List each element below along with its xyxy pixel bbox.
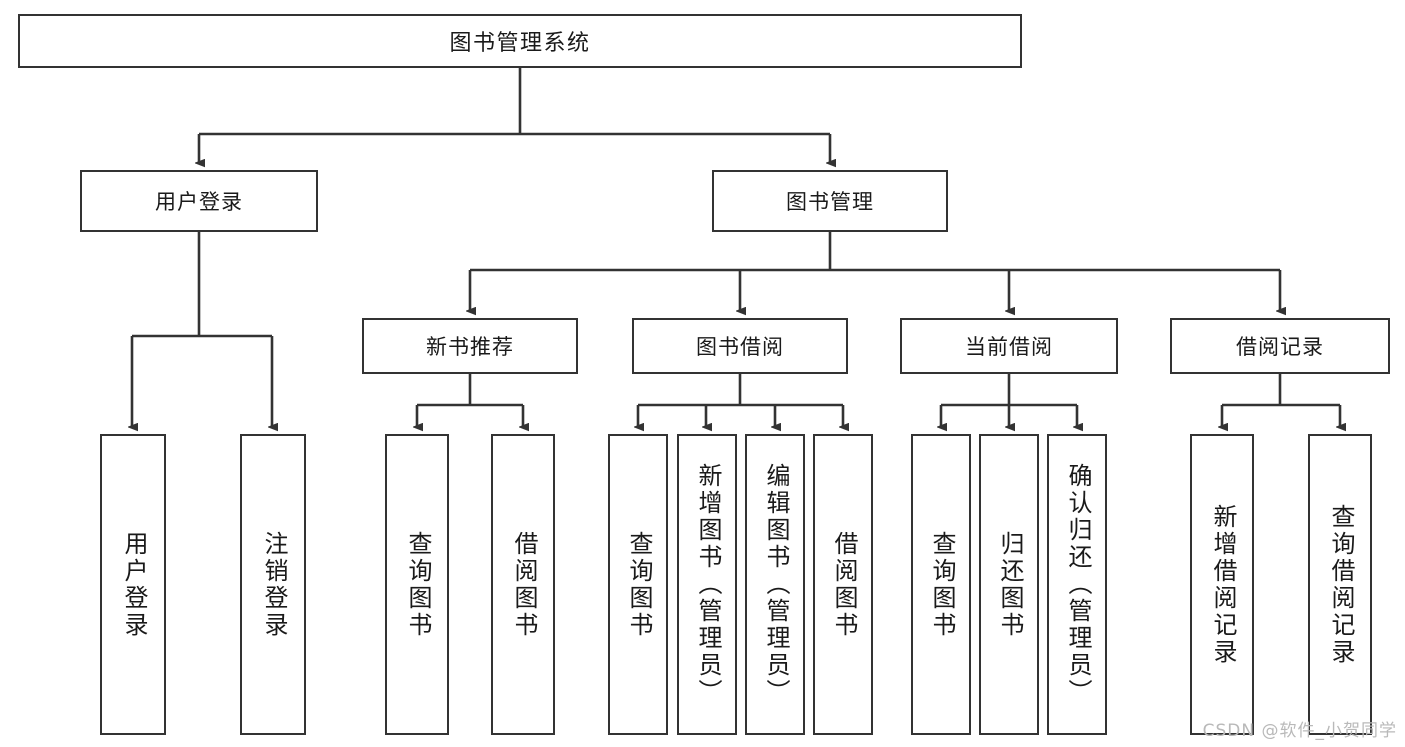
leaf-current-query-book[interactable]: 查询图书 (911, 434, 971, 735)
node-user-login[interactable]: 用户登录 (80, 170, 318, 232)
leaf-current-return-book-label: 归还图书 (995, 530, 1024, 639)
leaf-borrow-edit-book[interactable]: 编辑图书（管理员） (745, 434, 805, 735)
node-borrow-record-label: 借阅记录 (1236, 335, 1324, 359)
leaf-current-confirm-return-label: 确认归还（管理员） (1063, 463, 1092, 706)
leaf-user-login[interactable]: 用户登录 (100, 434, 166, 735)
node-user-login-label: 用户登录 (155, 190, 243, 214)
leaf-logout-label: 注销登录 (259, 530, 288, 639)
leaf-newbook-borrow-book-label: 借阅图书 (509, 530, 538, 639)
node-current-borrow-label: 当前借阅 (965, 335, 1053, 359)
leaf-current-confirm-return[interactable]: 确认归还（管理员） (1047, 434, 1107, 735)
node-root[interactable]: 图书管理系统 (18, 14, 1022, 68)
node-book-borrow[interactable]: 图书借阅 (632, 318, 848, 374)
leaf-borrow-edit-book-label: 编辑图书（管理员） (761, 463, 790, 706)
leaf-borrow-borrow-book-label: 借阅图书 (829, 530, 858, 639)
node-book-borrow-label: 图书借阅 (696, 335, 784, 359)
watermark: CSDN @软件_小贺同学 (1202, 721, 1397, 741)
leaf-borrow-borrow-book[interactable]: 借阅图书 (813, 434, 873, 735)
node-current-borrow[interactable]: 当前借阅 (900, 318, 1118, 374)
leaf-borrow-query-book-label: 查询图书 (624, 530, 653, 639)
leaf-logout[interactable]: 注销登录 (240, 434, 306, 735)
node-new-book-recommend[interactable]: 新书推荐 (362, 318, 578, 374)
node-new-book-recommend-label: 新书推荐 (426, 335, 514, 359)
leaf-borrow-add-book-label: 新增图书（管理员） (693, 463, 722, 706)
leaf-newbook-query-book[interactable]: 查询图书 (385, 434, 449, 735)
leaf-newbook-query-book-label: 查询图书 (403, 530, 432, 639)
leaf-record-add-record[interactable]: 新增借阅记录 (1190, 434, 1254, 735)
leaf-newbook-borrow-book[interactable]: 借阅图书 (491, 434, 555, 735)
leaf-record-add-record-label: 新增借阅记录 (1208, 503, 1237, 666)
leaf-record-query-record-label: 查询借阅记录 (1326, 503, 1355, 666)
node-book-management[interactable]: 图书管理 (712, 170, 948, 232)
node-book-management-label: 图书管理 (786, 190, 874, 214)
leaf-user-login-label: 用户登录 (119, 530, 148, 639)
leaf-record-query-record[interactable]: 查询借阅记录 (1308, 434, 1372, 735)
leaf-current-query-book-label: 查询图书 (927, 530, 956, 639)
node-borrow-record[interactable]: 借阅记录 (1170, 318, 1390, 374)
leaf-current-return-book[interactable]: 归还图书 (979, 434, 1039, 735)
node-root-label: 图书管理系统 (449, 31, 591, 56)
leaf-borrow-query-book[interactable]: 查询图书 (608, 434, 668, 735)
leaf-borrow-add-book[interactable]: 新增图书（管理员） (677, 434, 737, 735)
